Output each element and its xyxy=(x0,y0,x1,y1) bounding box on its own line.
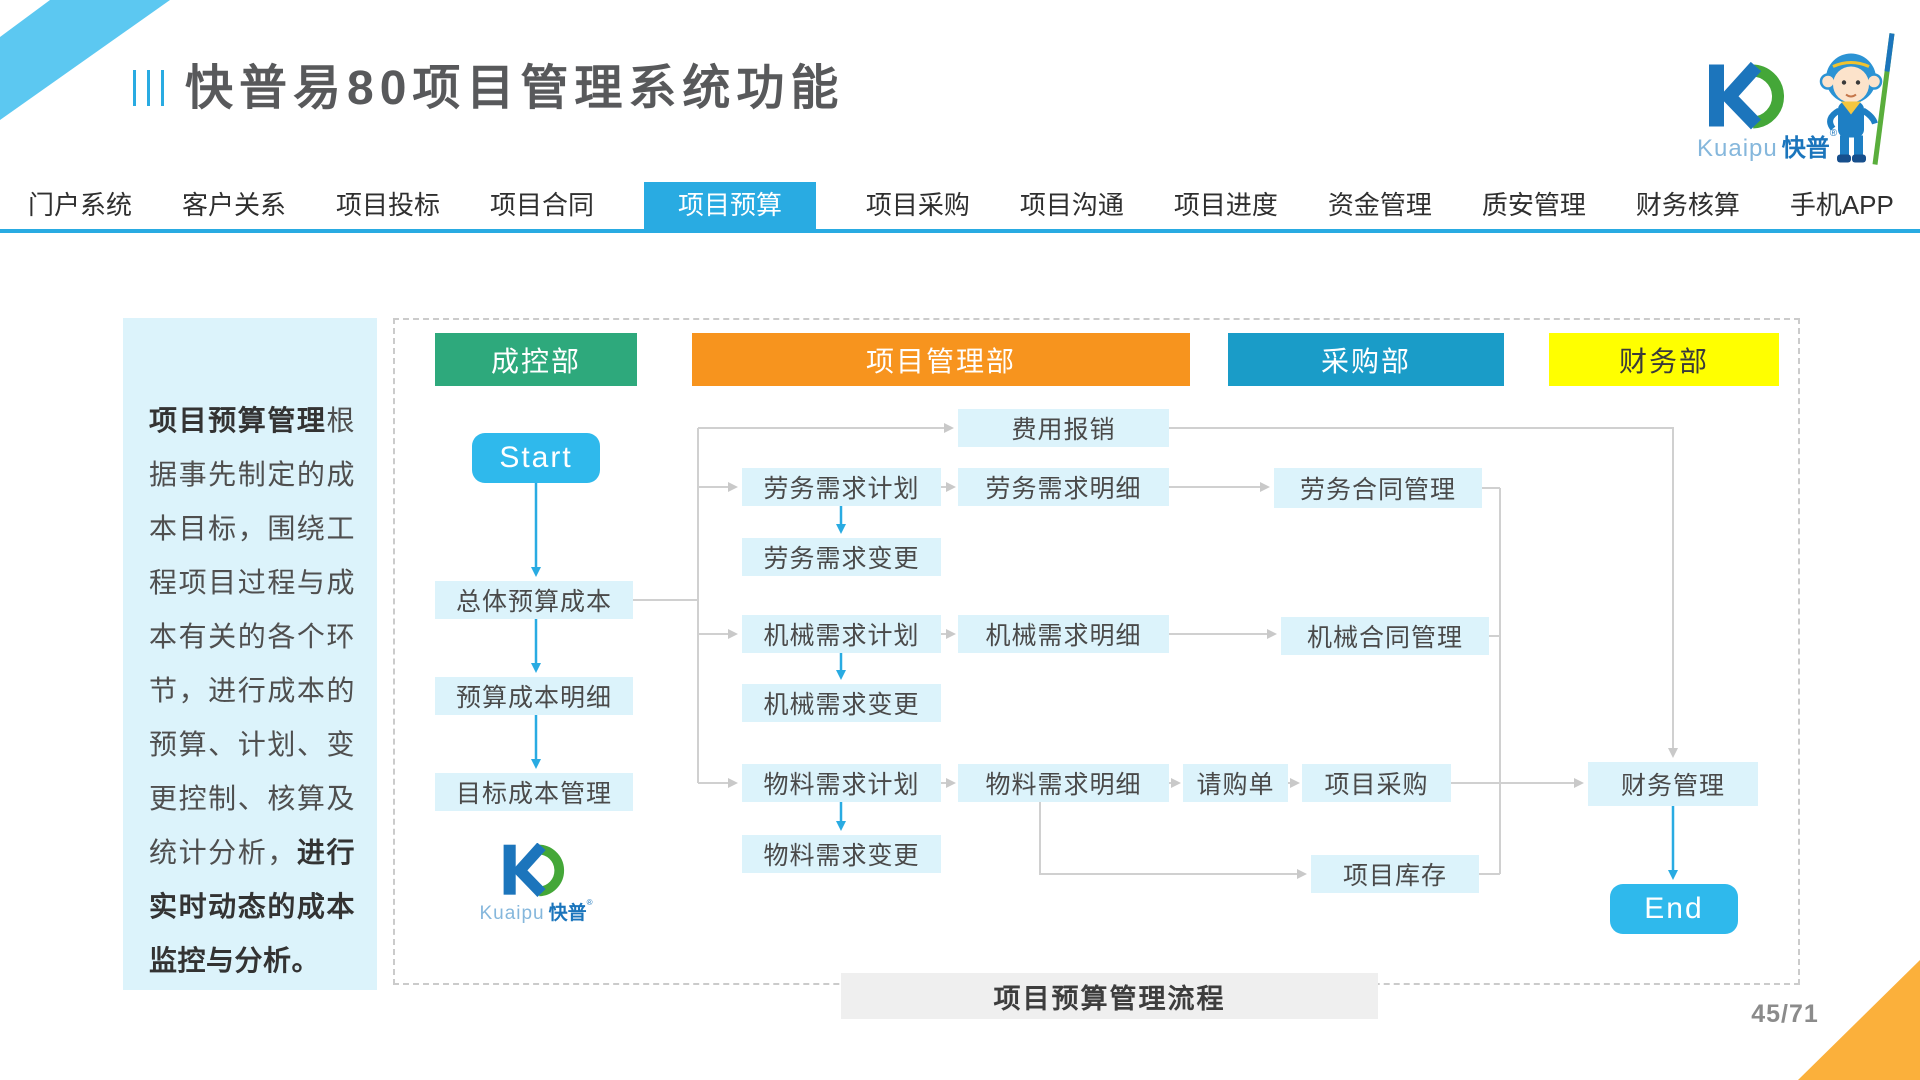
node-material-detail: 物料需求明细 xyxy=(958,764,1169,802)
page-number: 45/71 xyxy=(1751,1000,1819,1028)
tab-budget-active[interactable]: 项目预算 xyxy=(643,182,816,229)
tab-crm[interactable]: 客户关系 xyxy=(181,190,286,220)
flowchart-logo-mark-icon xyxy=(500,843,570,899)
tab-bidding[interactable]: 项目投标 xyxy=(335,190,440,220)
node-project-inventory: 项目库存 xyxy=(1311,855,1479,893)
brand-logo xyxy=(1693,26,1913,176)
description-panel: 项目预算管理根据事先制定的成本目标，围绕工程项目过程与成本有关的各个环节，进行成… xyxy=(123,318,377,990)
node-target-cost: 目标成本管理 xyxy=(435,773,633,811)
lane-header-cost-control: 成控部 xyxy=(435,333,637,386)
module-tabs: 门户系统 客户关系 项目投标 项目合同 项目预算 项目采购 项目沟通 项目进度 … xyxy=(0,182,1920,233)
mascot-icon xyxy=(1819,33,1895,165)
node-budget-detail: 预算成本明细 xyxy=(435,677,633,715)
tab-mobile-app[interactable]: 手机APP xyxy=(1789,190,1894,220)
node-start: Start xyxy=(472,433,600,483)
title-ticks-icon xyxy=(133,70,164,106)
node-machine-detail: 机械需求明细 xyxy=(958,615,1169,653)
node-project-purchase: 项目采购 xyxy=(1302,764,1451,802)
brand-cn: 快普 xyxy=(1781,135,1830,162)
node-finance-management: 财务管理 xyxy=(1588,762,1758,806)
node-labor-change: 劳务需求变更 xyxy=(742,538,941,576)
tab-progress[interactable]: 项目进度 xyxy=(1173,190,1278,220)
brand-latin: Kuaipu xyxy=(1697,135,1778,162)
tab-accounting[interactable]: 财务核算 xyxy=(1635,190,1740,220)
tab-contract[interactable]: 项目合同 xyxy=(489,190,594,220)
node-labor-detail: 劳务需求明细 xyxy=(958,468,1169,506)
tab-portal[interactable]: 门户系统 xyxy=(28,190,133,220)
node-end: End xyxy=(1610,884,1738,934)
node-labor-contract: 劳务合同管理 xyxy=(1274,468,1482,508)
node-machine-change: 机械需求变更 xyxy=(742,684,941,722)
tab-quality[interactable]: 质安管理 xyxy=(1481,190,1586,220)
node-expense: 费用报销 xyxy=(958,409,1169,447)
registered-mark: ® xyxy=(1829,128,1838,139)
tab-communication[interactable]: 项目沟通 xyxy=(1019,190,1124,220)
lane-header-project-management: 项目管理部 xyxy=(692,333,1190,386)
node-machine-contract: 机械合同管理 xyxy=(1281,617,1489,655)
brand-logo-mark-icon xyxy=(1693,33,1895,165)
flowchart-caption: 项目预算管理流程 xyxy=(841,973,1378,1019)
lane-header-finance: 财务部 xyxy=(1549,333,1779,386)
tab-procurement[interactable]: 项目采购 xyxy=(865,190,970,220)
node-material-change: 物料需求变更 xyxy=(742,835,941,873)
description-text: 项目预算管理根据事先制定的成本目标，围绕工程项目过程与成本有关的各个环节，进行成… xyxy=(149,405,355,976)
page-title: 快普易80项目管理系统功能 xyxy=(185,62,845,115)
node-labor-plan: 劳务需求计划 xyxy=(742,468,941,506)
lane-header-purchasing: 采购部 xyxy=(1228,333,1504,386)
node-machine-plan: 机械需求计划 xyxy=(742,615,941,653)
node-purchase-request: 请购单 xyxy=(1183,764,1288,802)
node-material-plan: 物料需求计划 xyxy=(742,764,941,802)
tab-funds[interactable]: 资金管理 xyxy=(1327,190,1432,220)
node-overall-budget: 总体预算成本 xyxy=(435,581,633,619)
